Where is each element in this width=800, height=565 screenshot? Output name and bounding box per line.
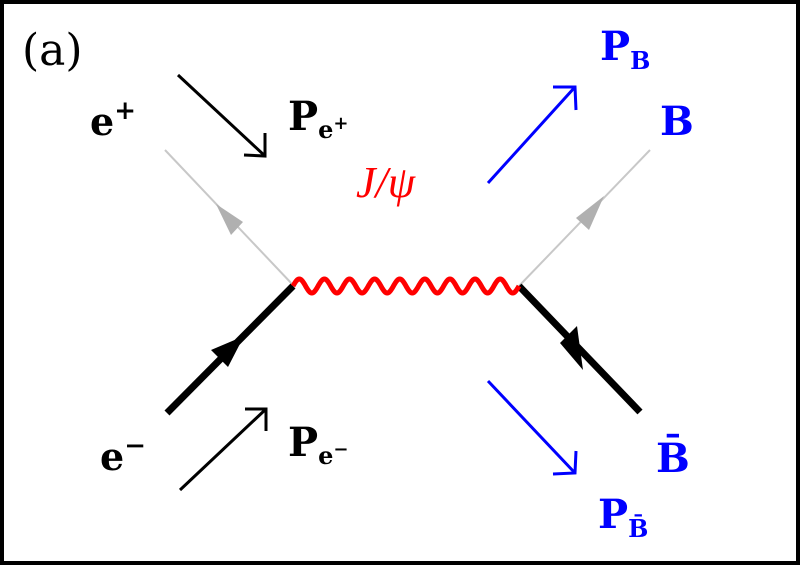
baryon-label: B xyxy=(660,98,694,145)
electron-arrow xyxy=(211,336,244,367)
p-antibaryon-label: PB̄ xyxy=(598,491,648,543)
jpsi-label: J/ψ xyxy=(356,158,416,207)
positron-label: e+ xyxy=(90,96,136,144)
p-electron-label: Pe− xyxy=(288,419,348,470)
p-baryon-label: PB xyxy=(600,23,650,75)
p-positron-arrow-head xyxy=(243,133,267,158)
antibaryon-label: B̄ xyxy=(656,435,690,482)
p-electron-arrow-line xyxy=(178,407,268,492)
panel-label: (a) xyxy=(22,25,83,76)
feynman-diagram: (a) e+ Pe+ e− Pe− J/ψ PB B B̄ PB̄ xyxy=(22,23,694,543)
p-antibaryon-arrow-line xyxy=(486,379,577,475)
positron-arrow xyxy=(216,204,243,235)
p-baryon-arrow-head xyxy=(553,85,578,111)
electron-label: e− xyxy=(100,431,146,479)
p-positron-arrow-line xyxy=(176,73,267,158)
p-positron-label: Pe+ xyxy=(288,93,348,144)
p-antibaryon-arrow-head xyxy=(552,450,578,476)
antibaryon-arrow xyxy=(560,326,583,370)
p-electron-arrow-head xyxy=(245,407,268,431)
jpsi-propagator xyxy=(290,276,522,296)
baryon-arrow xyxy=(576,196,604,230)
p-baryon-arrow-line xyxy=(486,85,577,185)
